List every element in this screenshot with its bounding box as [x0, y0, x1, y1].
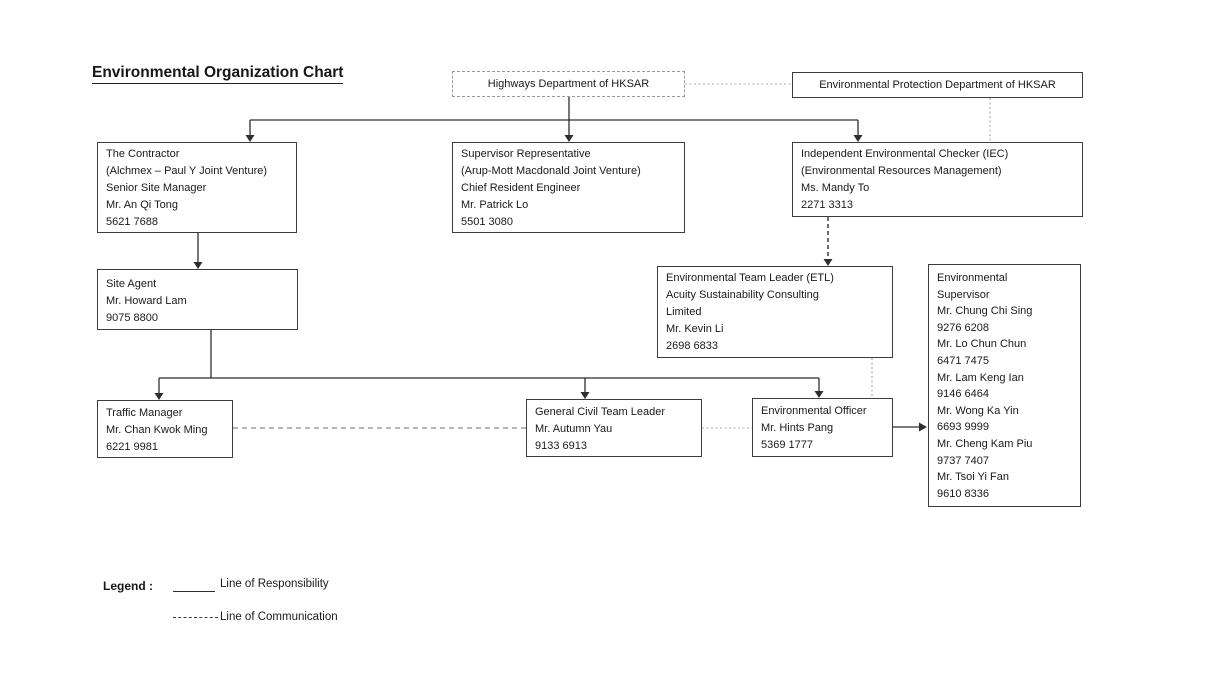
node-text-line: Mr. Patrick Lo: [461, 199, 529, 211]
node-text-line: 9610 8336: [937, 487, 989, 500]
node-text-line: Highways Department of HKSAR: [487, 77, 650, 90]
node-text-line: Environmental: [937, 272, 1008, 284]
node-text-line: 6221 9981: [106, 441, 158, 453]
node-text-line: Mr. Hints Pang: [761, 422, 834, 434]
node-text-line: 5621 7688: [106, 216, 158, 228]
node-text-line: 9737 7407: [937, 454, 989, 467]
legend-communication-label: Line of Communication: [220, 611, 338, 623]
node-text-line: Acuity Sustainability Consulting: [666, 289, 819, 301]
node-text-line: 9075 8800: [106, 312, 158, 324]
arrow-right-environmental-supervisor: [919, 422, 927, 432]
node-supervisor-representative: Supervisor Representative (Arup-Mott Macd…: [452, 142, 685, 233]
node-text-line: Mr. Chan Kwok Ming: [106, 424, 208, 436]
arrow-down-general-civil-team-leader: [580, 392, 590, 399]
arrow-down-traffic-manager: [154, 393, 164, 400]
node-text-line: Chief Resident Engineer: [461, 182, 581, 194]
communication-lines: [233, 83, 991, 429]
legend-responsibility-label: Line of Responsibility: [220, 578, 329, 590]
node-contractor: The Contractor (Alchmex – Paul Y Joint Ve…: [97, 142, 297, 233]
node-text-line: 5501 3080: [461, 216, 513, 228]
node-text-line: Mr. Lam Keng Ian: [937, 371, 1024, 384]
node-text-line: (Environmental Resources Management): [801, 165, 1002, 177]
node-text-line: 5369 1777: [761, 439, 813, 451]
node-text-line: Mr. Autumn Yau: [535, 423, 613, 435]
responsibility-lines: [154, 97, 927, 432]
node-text-line: Mr. Lo Chun Chun: [937, 338, 1027, 351]
node-highways-department: Highways Department of HKSAR: [452, 71, 685, 97]
page-title: Environmental Organization Chart: [92, 64, 344, 84]
node-text-line: Mr. Wong Ka Yin: [937, 404, 1019, 417]
node-independent-environmental-checker: Independent Environmental Checker (IEC) (…: [792, 142, 1083, 217]
node-text-line: Senior Site Manager: [106, 182, 207, 194]
node-text-line: 9146 6464: [937, 388, 989, 401]
legend-dashed-line-sample: [173, 617, 218, 618]
node-text-line: 6693 9999: [937, 421, 989, 434]
node-text-line: (Arup-Mott Macdonald Joint Venture): [461, 165, 641, 177]
node-text-line: Mr. An Qi Tong: [106, 199, 178, 211]
node-text-line: Mr. Chung Chi Sing: [937, 305, 1033, 318]
legend-title: Legend :: [103, 579, 153, 593]
node-text-line: Supervisor Representative: [461, 148, 591, 160]
node-text-line: Environmental Team Leader (ETL): [666, 272, 834, 284]
node-text-line: General Civil Team Leader: [535, 406, 666, 418]
arrow-down-iec: [853, 135, 863, 142]
node-environmental-protection-department: Environmental Protection Department of H…: [792, 72, 1083, 98]
node-text-line: Mr. Howard Lam: [106, 295, 187, 307]
arrow-down-site-agent: [193, 262, 203, 269]
node-text-line: Supervisor: [937, 288, 990, 301]
node-text-line: 6471 7475: [937, 354, 989, 367]
arrow-down-supervisor: [564, 135, 574, 142]
node-text-line: Mr. Cheng Kam Piu: [937, 437, 1033, 450]
arrow-down-contractor: [245, 135, 255, 142]
node-text-line: Environmental Protection Department of H…: [819, 78, 1056, 91]
node-text-line: The Contractor: [106, 148, 180, 160]
node-text-line: Mr. Tsoi Yi Fan: [937, 471, 1009, 484]
iec-to-etl-dashed-line: [823, 217, 833, 266]
legend-solid-line-sample: [173, 591, 215, 592]
node-text-line: (Alchmex – Paul Y Joint Venture): [106, 165, 268, 177]
node-text-line: 9133 6913: [535, 440, 587, 452]
arrow-down-etl: [823, 259, 833, 266]
node-text-line: Mr. Kevin Li: [666, 323, 724, 335]
node-text-line: Independent Environmental Checker (IEC): [801, 148, 1009, 160]
node-text-line: 2698 6833: [666, 340, 718, 352]
node-environmental-team-leader: Environmental Team Leader (ETL) Acuity Su…: [657, 266, 893, 358]
node-text-line: Site Agent: [106, 278, 157, 290]
node-text-line: Limited: [666, 306, 702, 318]
node-text-line: Environmental Officer: [761, 405, 867, 417]
node-text-line: 9276 6208: [937, 321, 989, 334]
node-text-line: Traffic Manager: [106, 407, 183, 419]
node-text-line: 2271 3313: [801, 199, 853, 211]
node-text-line: Ms. Mandy To: [801, 182, 870, 194]
arrow-down-environmental-officer: [814, 391, 824, 398]
